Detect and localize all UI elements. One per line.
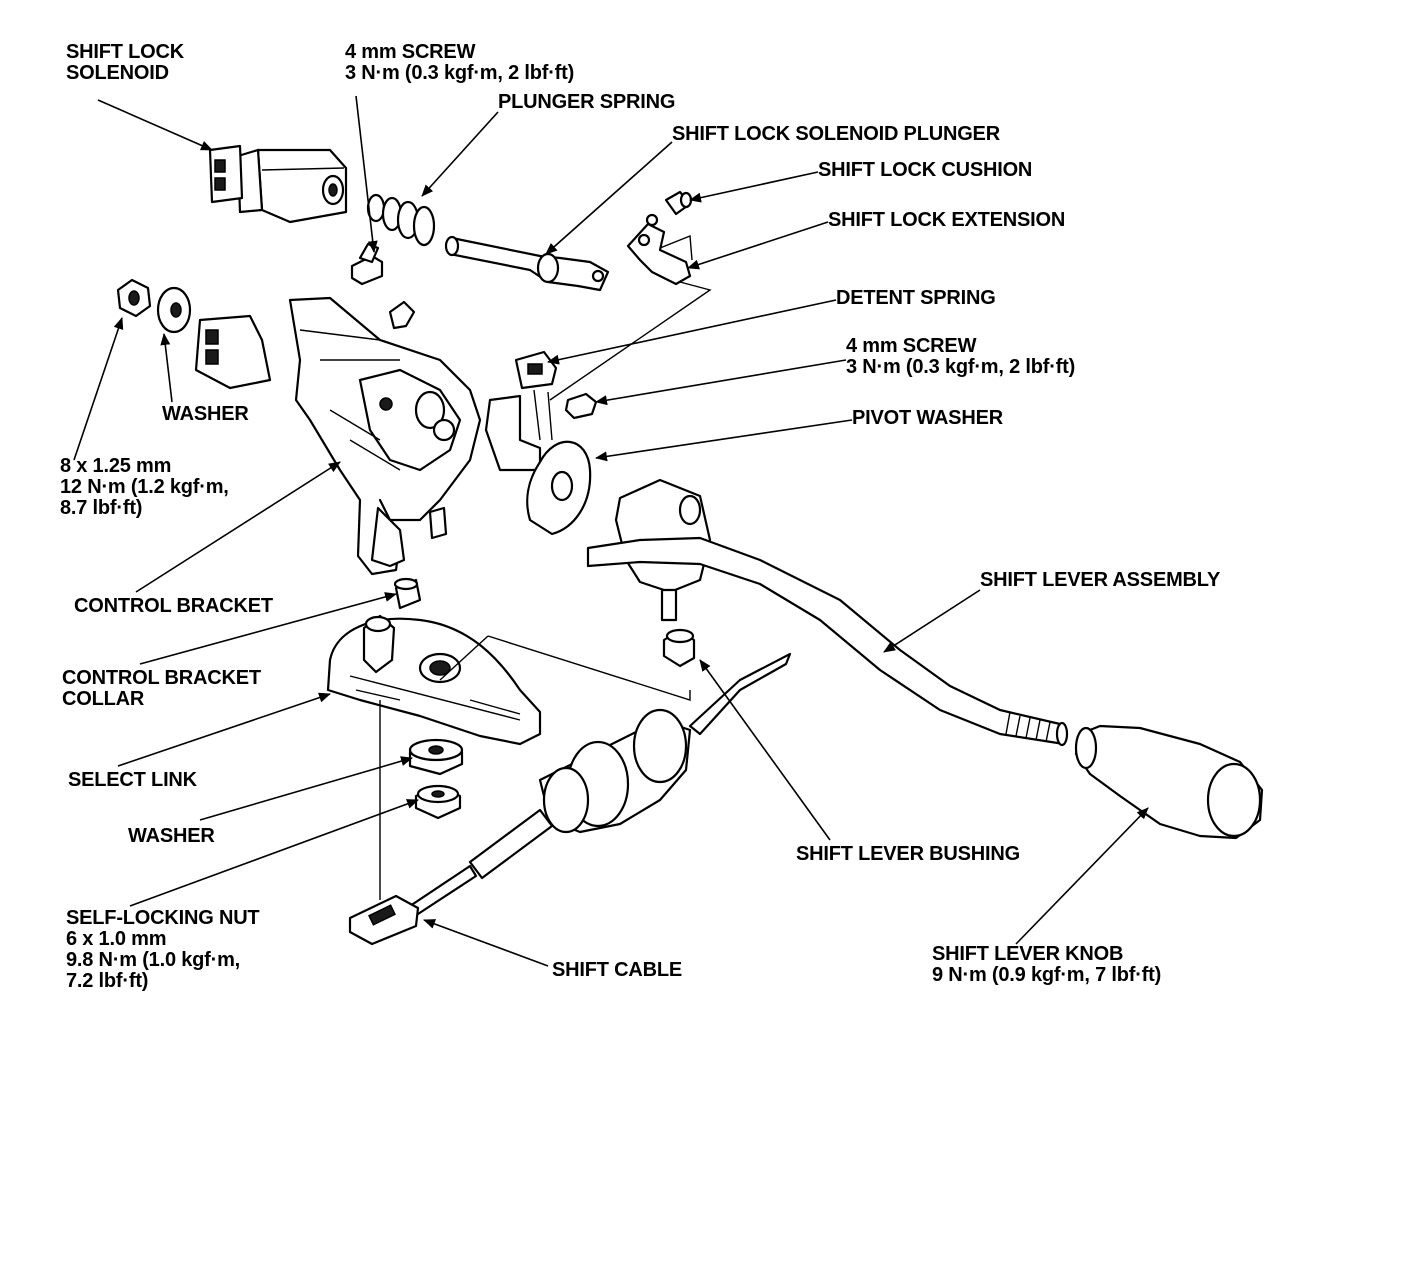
label-shift-lock-extension: SHIFT LOCK EXTENSION: [828, 209, 1066, 231]
label-4mm-screw-top: 4 mm SCREW 3 N·m (0.3 kgf·m, 2 lbf·ft): [345, 41, 575, 84]
label-4mm-screw-right: 4 mm SCREW 3 N·m (0.3 kgf·m, 2 lbf·ft): [846, 335, 1076, 378]
label-control-bracket-collar: CONTROL BRACKET COLLAR: [62, 667, 261, 710]
screw-top-part: [350, 242, 384, 286]
label-shift-lock-solenoid-plunger: SHIFT LOCK SOLENOID PLUNGER: [672, 123, 1000, 145]
pivot-washer-part: [526, 440, 592, 536]
label-shift-lever-knob: SHIFT LEVER KNOB 9 N·m (0.9 kgf·m, 7 lbf…: [932, 943, 1162, 986]
label-shift-cable: SHIFT CABLE: [552, 959, 683, 981]
label-plunger-spring: PLUNGER SPRING: [498, 91, 676, 113]
shift-cable-part: [348, 652, 792, 946]
control-bracket-part: [194, 296, 558, 576]
label-shift-lever-bushing: SHIFT LEVER BUSHING: [796, 843, 1020, 865]
label-shift-lock-solenoid: SHIFT LOCK SOLENOID: [66, 41, 184, 84]
control-bracket-collar-part: [393, 577, 422, 610]
self-locking-nut-part: [414, 784, 462, 820]
label-shift-lock-cushion: SHIFT LOCK CUSHION: [818, 159, 1033, 181]
shift-lever-bushing-part: [662, 628, 696, 668]
solenoid-plunger-part: [444, 235, 610, 292]
label-select-link: SELECT LINK: [68, 769, 197, 791]
label-detent-spring: DETENT SPRING: [836, 287, 996, 309]
select-link-part: [326, 614, 691, 746]
plunger-spring-part: [366, 193, 436, 247]
screw-right-part: [564, 392, 598, 420]
label-control-bracket: CONTROL BRACKET: [74, 595, 273, 617]
shift-lock-cushion-part: [664, 190, 693, 216]
label-bolt-spec: 8 x 1.25 mm 12 N·m (1.2 kgf·m, 8.7 lbf·f…: [60, 455, 229, 519]
nut-and-washer-part: [116, 278, 192, 334]
leader-lines: [73, 95, 1149, 967]
label-washer-lower: WASHER: [128, 825, 215, 847]
shift-lever-knob-part: [1074, 724, 1264, 840]
shift-lock-solenoid-part: [208, 144, 348, 224]
label-shift-lever-assembly: SHIFT LEVER ASSEMBLY: [980, 569, 1221, 591]
shift-lock-extension-part: [549, 213, 712, 401]
label-self-locking-nut: SELF-LOCKING NUT 6 x 1.0 mm 9.8 N·m (1.0…: [66, 907, 260, 992]
washer-lower-part: [408, 738, 464, 776]
label-washer-upper: WASHER: [162, 403, 249, 425]
label-pivot-washer: PIVOT WASHER: [852, 407, 1003, 429]
shift-lever-assembly-part: [586, 478, 1069, 747]
